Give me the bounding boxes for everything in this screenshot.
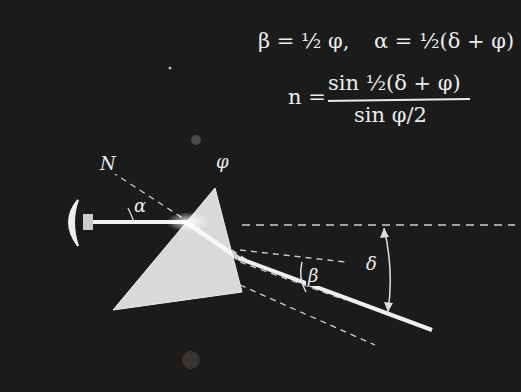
- light-source: [83, 214, 93, 230]
- formula-text: sin φ/2: [352, 104, 429, 127]
- exit-normal: [240, 285, 375, 345]
- exit-normal: [240, 250, 345, 262]
- formula-text: n =: [286, 86, 328, 109]
- smudge: [169, 67, 172, 70]
- formula-text: β = ½ φ,: [256, 30, 352, 53]
- angle-label: β: [306, 266, 320, 286]
- deviation-arc: [384, 228, 390, 312]
- angle-label: N: [98, 154, 118, 174]
- undeviated-line: [242, 224, 515, 225]
- internal-beam: [186, 222, 238, 258]
- angle-label: δ: [364, 254, 379, 274]
- arrow-head: [380, 228, 389, 238]
- angle-label: φ: [214, 152, 231, 172]
- exit-normal: [240, 262, 345, 300]
- arrow-head: [384, 302, 393, 312]
- fraction-bar: [322, 99, 470, 101]
- formula-text: sin ½(δ + φ): [326, 72, 463, 95]
- emergent-beam: [238, 258, 432, 330]
- prism: [113, 188, 242, 310]
- angle-label: α: [132, 196, 148, 216]
- smudge: [191, 135, 201, 145]
- formula-text: α = ½(δ + φ): [372, 30, 516, 53]
- smudge: [182, 351, 200, 369]
- light-source: [69, 200, 78, 246]
